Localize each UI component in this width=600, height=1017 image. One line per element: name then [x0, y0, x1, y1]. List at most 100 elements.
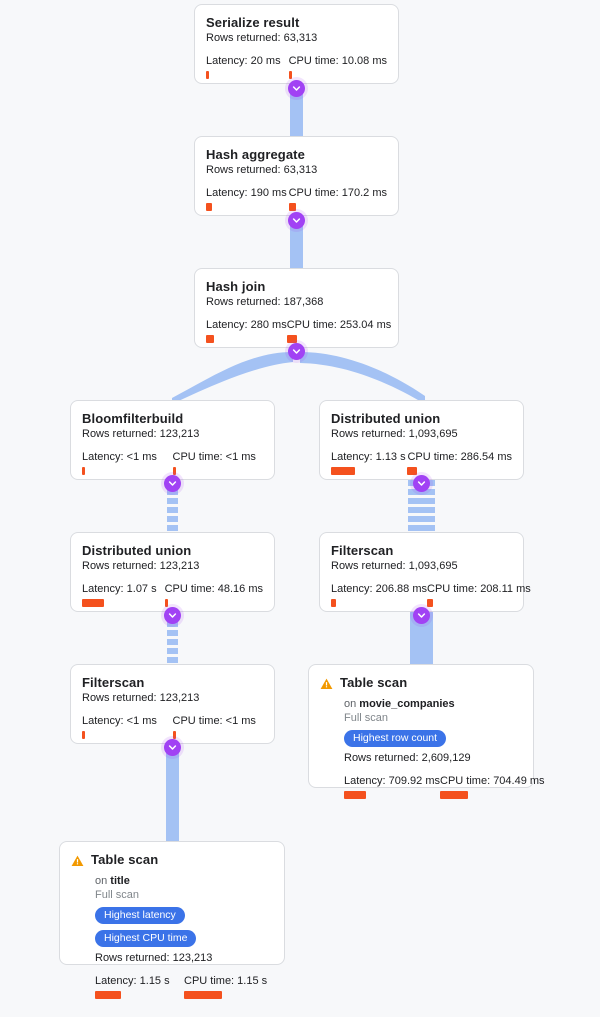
toggle-hash-aggregate[interactable]	[288, 212, 305, 229]
toggle-serialize-result[interactable]	[288, 80, 305, 97]
latency-metric: Latency: 280 ms	[206, 319, 287, 343]
cpu-bar	[172, 467, 176, 475]
node-table-scan-movie-companies[interactable]: Table scan on movie_companies Full scan …	[308, 664, 545, 799]
cpu-label: CPU time: 48.16 ms	[164, 583, 263, 595]
latency-label: Latency: 280 ms	[206, 319, 287, 331]
node-serialize-result[interactable]: Serialize result Rows returned: 63,313 L…	[194, 4, 399, 84]
cpu-label: CPU time: 253.04 ms	[286, 319, 392, 331]
cpu-label: CPU time: 1.15 s	[184, 975, 268, 987]
node-header: Table scan	[320, 675, 522, 695]
node-hash-join[interactable]: Hash join Rows returned: 187,368 Latency…	[194, 268, 399, 348]
cpu-bar	[288, 203, 296, 211]
cpu-metric: CPU time: 208.11 ms	[427, 583, 531, 607]
rows-returned: Rows returned: 2,609,129	[344, 752, 471, 764]
cpu-bar	[288, 71, 292, 79]
toggle-hash-join[interactable]	[288, 343, 305, 360]
node-title: Hash join	[206, 279, 266, 294]
node-distributed-union-left[interactable]: Distributed union Rows returned: 123,213…	[70, 532, 275, 612]
metrics-row: Latency: 190 ms CPU time: 170.2 ms	[206, 187, 387, 211]
cpu-label: CPU time: 704.49 ms	[440, 775, 545, 787]
node-hash-aggregate[interactable]: Hash aggregate Rows returned: 63,313 Lat…	[194, 136, 399, 216]
scan-type: Full scan	[95, 889, 140, 901]
scan-type: Full scan	[344, 712, 389, 724]
cpu-bar	[184, 991, 222, 999]
cpu-bar	[164, 599, 168, 607]
edge-distributed-union-to-filterscan-left	[167, 612, 178, 664]
latency-label: Latency: 20 ms	[206, 55, 281, 67]
node-header: Filterscan	[331, 543, 512, 559]
node-title: Distributed union	[331, 411, 441, 426]
latency-bar	[206, 71, 209, 79]
cpu-bar	[427, 599, 434, 607]
node-title: Table scan	[91, 852, 159, 867]
toggle-distributed-union-left[interactable]	[164, 607, 181, 624]
latency-bar	[82, 467, 85, 475]
cpu-label: CPU time: 208.11 ms	[427, 583, 531, 595]
metrics-row: Latency: <1 ms CPU time: <1 ms	[82, 451, 263, 475]
metrics-row: Latency: 1.13 s CPU time: 286.54 ms	[331, 451, 512, 475]
node-header: Filterscan	[82, 675, 263, 691]
node-title: Filterscan	[331, 543, 394, 558]
cpu-metric: CPU time: 48.16 ms	[164, 583, 263, 607]
rows-returned: Rows returned: 63,313	[206, 32, 318, 44]
warning-triangle-icon	[320, 677, 333, 695]
node-table-scan-title[interactable]: Table scan on title Full scan Highest la…	[59, 841, 285, 999]
metrics-row: Latency: 709.92 ms CPU time: 704.49 ms	[344, 775, 545, 799]
latency-metric: Latency: 190 ms	[206, 187, 289, 211]
latency-bar	[82, 599, 104, 607]
toggle-distributed-union-right[interactable]	[413, 475, 430, 492]
node-title: Filterscan	[82, 675, 145, 690]
latency-metric: Latency: <1 ms	[82, 715, 173, 739]
latency-metric: Latency: 20 ms	[206, 55, 289, 79]
node-bloomfilterbuild[interactable]: Bloomfilterbuild Rows returned: 123,213 …	[70, 400, 275, 480]
edge-serialize-to-hash-aggregate	[290, 84, 303, 140]
node-header: Hash join	[206, 279, 387, 295]
cpu-metric: CPU time: 10.08 ms	[288, 55, 387, 79]
status-badge-cpu[interactable]: Highest CPU time	[95, 930, 197, 947]
rows-returned: Rows returned: 1,093,695	[331, 428, 458, 440]
node-header: Distributed union	[331, 411, 512, 427]
node-header: Bloomfilterbuild	[82, 411, 263, 427]
rows-returned: Rows returned: 1,093,695	[331, 560, 458, 572]
node-filterscan-right[interactable]: Filterscan Rows returned: 1,093,695 Late…	[319, 532, 531, 612]
status-badge[interactable]: Highest row count	[344, 730, 447, 747]
node-distributed-union-right[interactable]: Distributed union Rows returned: 1,093,6…	[319, 400, 524, 480]
metrics-row: Latency: 206.88 ms CPU time: 208.11 ms	[331, 583, 531, 607]
latency-label: Latency: 709.92 ms	[344, 775, 441, 787]
latency-bar	[206, 203, 212, 211]
cpu-label: CPU time: 10.08 ms	[288, 55, 387, 67]
badge-list: Highest latency Highest CPU time	[95, 907, 273, 947]
latency-bar	[331, 467, 355, 475]
status-badge-latency[interactable]: Highest latency	[95, 907, 185, 924]
metrics-row: Latency: 20 ms CPU time: 10.08 ms	[206, 55, 387, 79]
latency-bar	[95, 991, 121, 999]
cpu-label: CPU time: 170.2 ms	[288, 187, 387, 199]
node-filterscan-left[interactable]: Filterscan Rows returned: 123,213 Latenc…	[70, 664, 275, 744]
rows-returned: Rows returned: 123,213	[82, 692, 200, 704]
toggle-filterscan-left[interactable]	[164, 739, 181, 756]
node-title: Distributed union	[82, 543, 192, 558]
edge-filterscan-to-table-scan-title	[166, 744, 179, 848]
toggle-bloomfilterbuild[interactable]	[164, 475, 181, 492]
edge-hash-aggregate-to-hash-join	[290, 216, 303, 272]
table-name: title	[110, 875, 130, 887]
rows-returned: Rows returned: 63,313	[206, 164, 318, 176]
metrics-row: Latency: <1 ms CPU time: <1 ms	[82, 715, 263, 739]
edge-filterscan-to-table-scan-movie-companies	[410, 612, 433, 668]
cpu-metric: CPU time: <1 ms	[172, 715, 264, 739]
toggle-filterscan-right[interactable]	[413, 607, 430, 624]
node-title: Table scan	[340, 675, 408, 690]
node-header: Hash aggregate	[206, 147, 387, 163]
node-title: Hash aggregate	[206, 147, 305, 162]
cpu-metric: CPU time: <1 ms	[172, 451, 264, 475]
latency-metric: Latency: 206.88 ms	[331, 583, 427, 607]
metrics-row: Latency: 280 ms CPU time: 253.04 ms	[206, 319, 391, 343]
latency-label: Latency: <1 ms	[82, 715, 157, 727]
rows-returned: Rows returned: 187,368	[206, 296, 324, 308]
latency-label: Latency: 1.07 s	[82, 583, 157, 595]
rows-returned: Rows returned: 123,213	[95, 952, 213, 964]
node-title: Serialize result	[206, 15, 300, 30]
cpu-metric: CPU time: 704.49 ms	[440, 775, 545, 799]
latency-label: Latency: 1.15 s	[95, 975, 170, 987]
